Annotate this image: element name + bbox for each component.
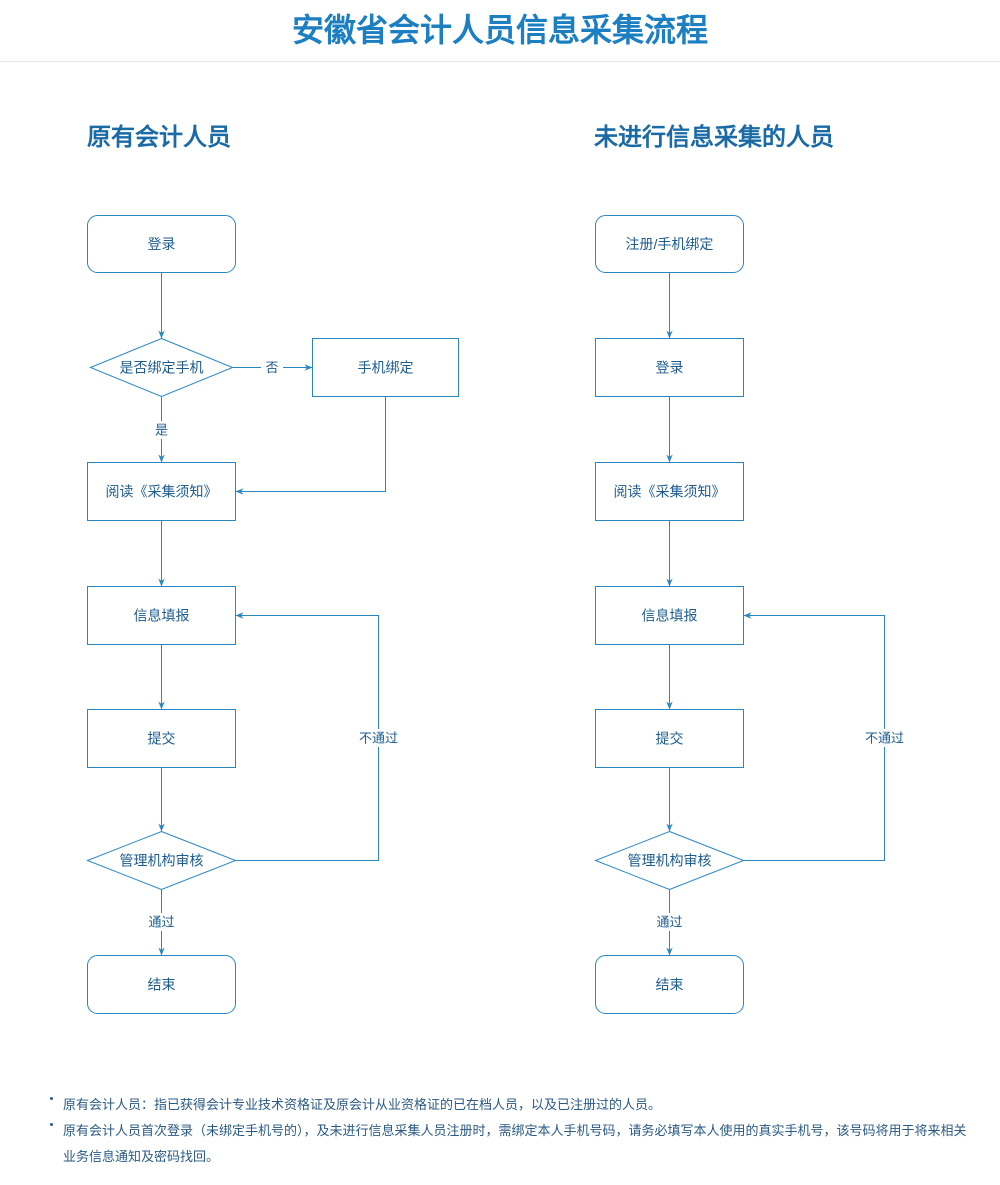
flow-node-fill-info: 信息填报 bbox=[595, 586, 744, 645]
decision-label: 管理机构审核 bbox=[628, 853, 712, 869]
edge-label-yes-text: 是 bbox=[155, 423, 168, 438]
flow-node-start: 注册/手机绑定 bbox=[595, 215, 744, 273]
decision-phone-bound: 是否绑定手机 bbox=[89, 337, 234, 398]
flowchart-existing-accountants: 否 是 不通过 通过 登录 是否绑定手机 bbox=[86, 215, 459, 1014]
node-shape bbox=[312, 338, 459, 397]
node-shape-rounded bbox=[595, 215, 744, 273]
decision-diamond-shape bbox=[594, 830, 745, 891]
note-item: 原有会计人员：指已获得会计专业技术资格证及原会计从业资格证的已在档人员，以及已注… bbox=[50, 1092, 979, 1118]
node-shape-rounded bbox=[87, 215, 236, 273]
flow-node-bind-phone: 手机绑定 bbox=[312, 338, 459, 397]
node-label: 提交 bbox=[148, 731, 176, 747]
edge-label-background bbox=[864, 729, 905, 747]
node-label: 手机绑定 bbox=[358, 360, 414, 376]
edge-label-no-text: 否 bbox=[265, 360, 278, 375]
edge-label-pass: 通过 bbox=[147, 913, 176, 931]
decision-label: 是否绑定手机 bbox=[120, 360, 204, 376]
flow-node-fill-info: 信息填报 bbox=[87, 586, 236, 645]
edge-label-background bbox=[655, 913, 684, 931]
flow-node-submit: 提交 bbox=[87, 709, 236, 768]
note-text: 原有会计人员：指已获得会计专业技术资格证及原会计从业资格证的已在档人员，以及已注… bbox=[63, 1097, 662, 1112]
decision-label: 管理机构审核 bbox=[120, 853, 204, 869]
flow-node-read-notice: 阅读《采集须知》 bbox=[87, 462, 236, 521]
connector-review-fail-loop bbox=[235, 612, 379, 861]
section-heading-existing-accountants: 原有会计人员 bbox=[87, 124, 231, 151]
node-label: 登录 bbox=[148, 236, 176, 252]
edge-label-fail: 不通过 bbox=[864, 729, 905, 747]
node-label: 注册/手机绑定 bbox=[626, 236, 714, 252]
node-shape bbox=[595, 338, 744, 397]
edge-label-no: 否 bbox=[261, 358, 283, 377]
node-label: 信息填报 bbox=[134, 608, 190, 624]
page-header: 安徽省会计人员信息采集流程 bbox=[0, 0, 1000, 62]
flow-node-start: 登录 bbox=[87, 215, 236, 273]
node-label: 提交 bbox=[656, 731, 684, 747]
edge-label-pass-text: 通过 bbox=[148, 915, 174, 930]
flow-node-read-notice: 阅读《采集须知》 bbox=[595, 462, 744, 521]
node-shape-rounded bbox=[595, 955, 744, 1014]
node-label: 阅读《采集须知》 bbox=[106, 484, 218, 500]
flowchart-uncollected-personnel: 不通过 通过 注册/手机绑定 登录 阅读《采集须知》 信息填报 bbox=[594, 215, 905, 1014]
node-shape bbox=[595, 709, 744, 768]
node-shape bbox=[87, 586, 236, 645]
edge-label-pass-text: 通过 bbox=[656, 915, 682, 930]
flow-node-end: 结束 bbox=[87, 955, 236, 1014]
bullet-icon bbox=[50, 1097, 53, 1100]
note-text: 原有会计人员首次登录（未绑定手机号的），及未进行信息采集人员注册时，需绑定本人手… bbox=[63, 1123, 967, 1164]
node-shape bbox=[87, 462, 236, 521]
connector-review-fail-loop bbox=[743, 612, 885, 861]
flow-node-submit: 提交 bbox=[595, 709, 744, 768]
edge-label-fail-text: 不通过 bbox=[359, 731, 398, 746]
node-label: 登录 bbox=[656, 360, 684, 376]
decision-review: 管理机构审核 bbox=[86, 830, 237, 891]
edge-label-background bbox=[358, 729, 399, 747]
node-label: 结束 bbox=[148, 977, 176, 993]
edge-label-fail: 不通过 bbox=[358, 729, 399, 747]
node-label: 信息填报 bbox=[642, 608, 698, 624]
decision-diamond-shape bbox=[89, 337, 234, 398]
flow-node-login: 登录 bbox=[595, 338, 744, 397]
flow-node-end: 结束 bbox=[595, 955, 744, 1014]
decision-review: 管理机构审核 bbox=[594, 830, 745, 891]
decision-diamond-shape bbox=[86, 830, 237, 891]
edge-label-background bbox=[147, 913, 176, 931]
note-item: 原有会计人员首次登录（未绑定手机号的），及未进行信息采集人员注册时，需绑定本人手… bbox=[50, 1118, 979, 1170]
connector-bind-phone-to-read-notice bbox=[235, 396, 386, 495]
section-heading-uncollected-personnel: 未进行信息采集的人员 bbox=[594, 124, 834, 151]
node-shape bbox=[87, 709, 236, 768]
notes-list: 原有会计人员：指已获得会计专业技术资格证及原会计从业资格证的已在档人员，以及已注… bbox=[50, 1092, 979, 1170]
node-shape bbox=[595, 462, 744, 521]
edge-label-background bbox=[261, 358, 283, 377]
node-label: 结束 bbox=[656, 977, 684, 993]
edge-label-yes: 是 bbox=[152, 421, 171, 439]
bullet-icon bbox=[50, 1123, 53, 1126]
edge-label-fail-text: 不通过 bbox=[865, 731, 904, 746]
edge-label-background bbox=[152, 421, 171, 439]
edge-label-pass: 通过 bbox=[655, 913, 684, 931]
node-label: 阅读《采集须知》 bbox=[614, 484, 726, 500]
page-title: 安徽省会计人员信息采集流程 bbox=[291, 12, 708, 48]
node-shape bbox=[595, 586, 744, 645]
node-shape-rounded bbox=[87, 955, 236, 1014]
